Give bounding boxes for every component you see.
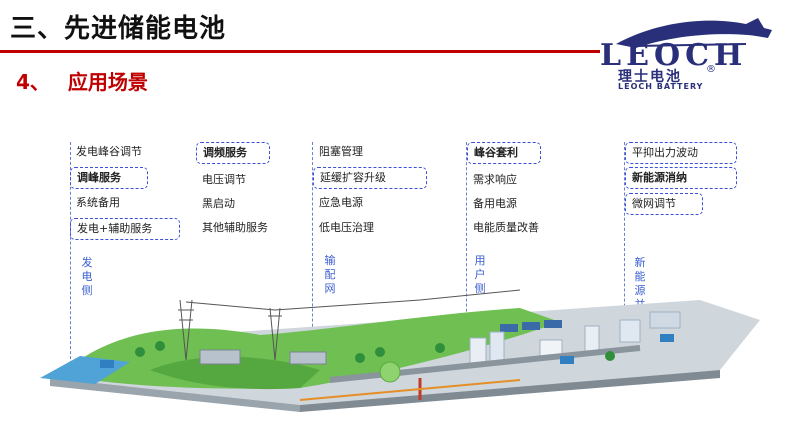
logo-chinese: 理士电池: [618, 69, 682, 85]
list-item: 其他辅助服务: [202, 221, 268, 234]
list-item: 微网调节: [625, 193, 703, 215]
list-item: 电压调节: [202, 173, 246, 186]
list-item: 发电+辅助服务: [70, 218, 180, 240]
logo-english: LEOCH BATTERY: [618, 82, 704, 91]
logo-registered-mark: ®: [706, 64, 716, 75]
list-item: 阻塞管理: [319, 145, 363, 158]
column-ancillary: 调频服务 电压调节 黑启动 其他辅助服务: [196, 142, 316, 242]
side-label-user: 用户侧: [474, 254, 486, 295]
side-label-grid: 输配网: [324, 254, 336, 295]
list-item: 平抑出力波动: [625, 142, 737, 164]
list-item: 应急电源: [319, 196, 363, 209]
guide-line-4: [624, 142, 625, 342]
list-item: 低电压治理: [319, 221, 374, 234]
list-item: 峰谷套利: [467, 142, 541, 164]
column-renewable: 平抑出力波动 新能源消纳 微网调节: [625, 142, 745, 242]
section-subtitle: 4、应用场景: [16, 66, 148, 95]
guide-line-2: [312, 142, 313, 372]
list-item: 调频服务: [196, 142, 270, 164]
column-grid: 阻塞管理 延缓扩容升级 应急电源 低电压治理: [313, 142, 443, 242]
list-item: 需求响应: [473, 173, 517, 186]
guide-line-1: [70, 142, 71, 374]
list-item: 备用电源: [473, 197, 517, 210]
subtitle-number: 4、: [16, 70, 50, 94]
list-item: 调峰服务: [70, 167, 148, 189]
list-item: 黑启动: [202, 197, 235, 210]
title-underline: [0, 50, 600, 53]
horse-icon: [616, 18, 772, 48]
list-item: 电能质量改善: [473, 221, 539, 234]
company-logo: LEOCH 理士电池 ® LEOCH BATTERY: [596, 14, 796, 94]
logo-wordmark: LEOCH: [600, 38, 748, 73]
column-user: 峰谷套利 需求响应 备用电源 电能质量改善: [467, 142, 587, 242]
list-item: 延缓扩容升级: [313, 167, 427, 189]
page-title: 三、先进储能电池: [10, 14, 227, 44]
list-item: 系统备用: [76, 196, 120, 209]
list-item: 发电峰谷调节: [76, 145, 142, 158]
subtitle-text: 应用场景: [67, 70, 148, 94]
column-generation: 发电峰谷调节 调峰服务 系统备用 发电+辅助服务: [70, 142, 200, 242]
energy-landscape-illustration: [40, 289, 760, 412]
guide-line-3: [466, 142, 467, 347]
side-label-generation: 发电侧: [81, 256, 93, 297]
list-item: 新能源消纳: [625, 167, 737, 189]
